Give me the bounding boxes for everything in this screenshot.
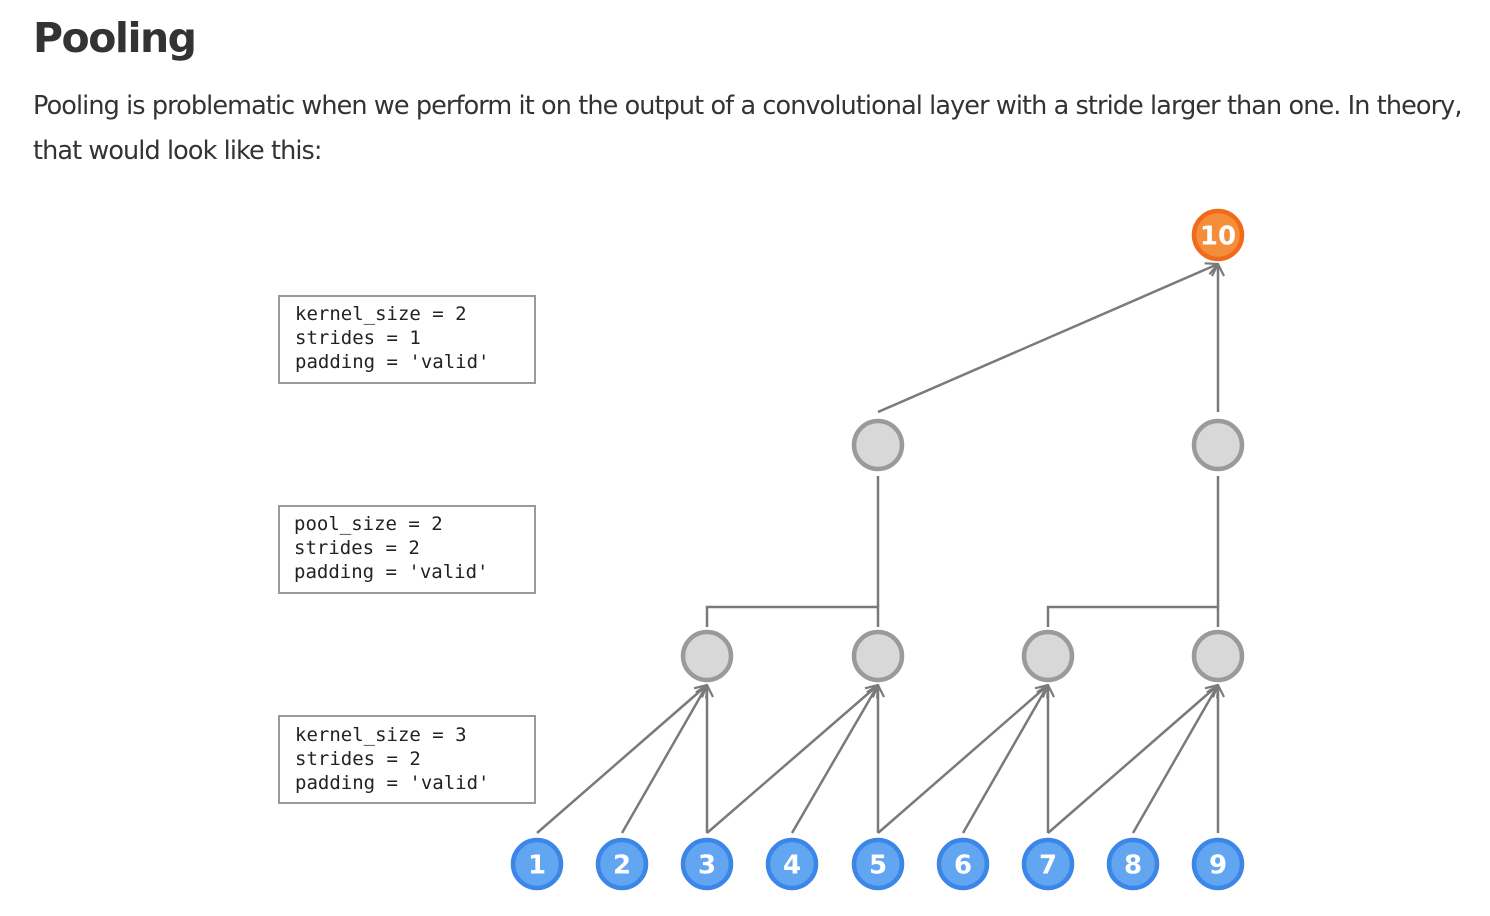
param-line: padding = 'valid' (295, 772, 489, 794)
param-line: strides = 2 (295, 748, 421, 770)
param-line: strides = 2 (294, 537, 420, 559)
param-line: padding = 'valid' (295, 351, 489, 373)
hidden-node (1191, 418, 1245, 472)
input-node: 2 (595, 837, 649, 891)
hidden-node (1021, 629, 1075, 683)
param-box-top-conv: kernel_size = 2 strides = 1 padding = 'v… (278, 295, 536, 384)
pool-bracket-left (705, 605, 880, 627)
input-node-label: 2 (613, 851, 631, 881)
input-node-label: 5 (869, 851, 887, 881)
edges-bottom-conv (536, 685, 1218, 834)
input-node: 8 (1106, 837, 1160, 891)
input-node-label: 7 (1039, 851, 1057, 881)
input-node: 4 (765, 837, 819, 891)
edge (961, 685, 1048, 834)
param-box-pool: pool_size = 2 strides = 2 padding = 'val… (278, 505, 536, 594)
input-node: 6 (936, 837, 990, 891)
input-node-label: 9 (1209, 851, 1227, 881)
edge (1131, 685, 1218, 834)
intro-paragraph: Pooling is problematic when we perform i… (33, 91, 1462, 166)
output-node-label: 10 (1200, 222, 1236, 252)
hidden-node (851, 629, 905, 683)
param-line: strides = 1 (295, 327, 421, 349)
param-line: pool_size = 2 (294, 513, 443, 535)
input-node: 3 (680, 837, 734, 891)
edge (790, 685, 878, 834)
param-line: kernel_size = 2 (295, 303, 467, 325)
hidden-node (851, 418, 905, 472)
input-layer: 1 2 3 4 5 6 7 8 (510, 837, 1245, 891)
output-node: 10 (1191, 208, 1245, 262)
input-node: 1 (510, 837, 564, 891)
pooled-layer (851, 418, 1245, 472)
edge (620, 685, 707, 834)
edge (1047, 685, 1218, 834)
conv-output-layer (680, 629, 1245, 683)
param-box-bottom-conv: kernel_size = 3 strides = 2 padding = 'v… (278, 715, 536, 804)
edge (877, 685, 1048, 834)
section-heading: Pooling (33, 14, 197, 62)
pool-brackets (705, 476, 1220, 627)
input-node-label: 1 (528, 851, 546, 881)
hidden-node (680, 629, 734, 683)
hidden-node (1191, 629, 1245, 683)
input-node: 5 (851, 837, 905, 891)
edges-top-conv (877, 264, 1218, 414)
pool-bracket-right (1046, 605, 1220, 627)
input-node-label: 8 (1124, 851, 1142, 881)
input-node: 9 (1191, 837, 1245, 891)
edge (536, 685, 707, 834)
edge (877, 264, 1218, 414)
param-line: padding = 'valid' (294, 561, 488, 583)
input-node: 7 (1021, 837, 1075, 891)
edge (706, 685, 878, 834)
input-node-label: 4 (783, 851, 801, 881)
input-node-label: 6 (954, 851, 972, 881)
param-line: kernel_size = 3 (295, 724, 467, 746)
input-node-label: 3 (698, 851, 716, 881)
